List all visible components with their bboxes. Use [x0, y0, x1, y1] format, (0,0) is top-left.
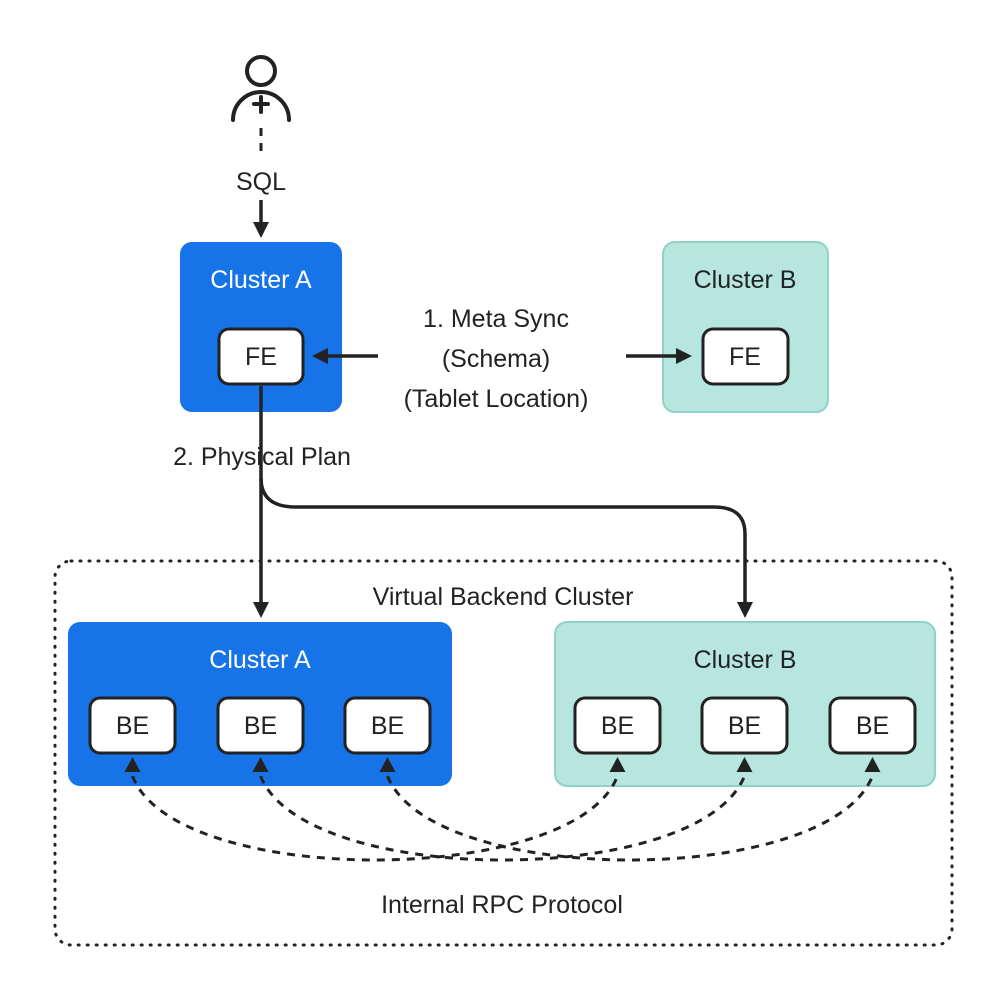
fe-node-a-label: FE — [245, 343, 277, 371]
rpc-connections — [124, 757, 881, 862]
cluster-a-title: Cluster A — [210, 266, 312, 294]
rpc-arrowhead-b3 — [864, 757, 881, 772]
user-shoulders — [231, 90, 291, 122]
backend-cluster-b-title: Cluster B — [694, 646, 797, 674]
physical-plan-arrow-b — [259, 477, 753, 618]
rpc-arrowhead-a3 — [379, 757, 396, 772]
be-node-a2 — [216, 696, 305, 755]
rpc-arrowhead-b1 — [609, 757, 626, 772]
meta-sync-line3: (Tablet Location) — [404, 385, 589, 413]
fe-node-b-label: FE — [729, 343, 761, 371]
be-node-a1-label: BE — [116, 712, 149, 740]
be-node-b2-label: BE — [728, 712, 761, 740]
physical-plan-arrow-a — [253, 386, 269, 618]
sql-arrow — [253, 200, 269, 238]
backend-cluster-a-title: Cluster A — [209, 646, 311, 674]
sql-label: SQL — [236, 168, 286, 196]
backend-cluster-b: Cluster B BE BE BE — [554, 621, 936, 787]
user-head — [245, 55, 277, 87]
meta-sync-arrow-right — [626, 348, 692, 364]
backend-cluster-a: Cluster A BE BE BE — [68, 622, 452, 786]
cluster-b-title: Cluster B — [694, 266, 797, 294]
meta-sync-arrow-left — [312, 348, 378, 364]
frontend-cluster-b: Cluster B FE — [662, 241, 829, 413]
user-add-icon — [231, 55, 291, 122]
be-node-b1 — [573, 696, 662, 755]
fe-node-a — [217, 327, 305, 386]
be-node-b2 — [700, 696, 789, 755]
rpc-arrowhead-b2 — [736, 757, 753, 772]
meta-sync-line2: (Schema) — [442, 345, 550, 373]
be-node-a3-label: BE — [371, 712, 404, 740]
be-node-a2-label: BE — [244, 712, 277, 740]
rpc-arrowhead-a2 — [252, 757, 269, 772]
virtual-backend-cluster-container — [53, 559, 954, 947]
be-node-b3 — [828, 696, 917, 755]
virtual-backend-cluster-title: Virtual Backend Cluster — [373, 583, 634, 611]
fe-node-b — [701, 327, 790, 386]
frontend-cluster-a: Cluster A FE — [180, 242, 342, 412]
meta-sync-line1: 1. Meta Sync — [423, 305, 569, 333]
be-node-b1-label: BE — [601, 712, 634, 740]
rpc-arrowhead-a1 — [124, 757, 141, 772]
be-node-a1 — [88, 696, 177, 755]
be-node-b3-label: BE — [856, 712, 889, 740]
rpc-protocol-label: Internal RPC Protocol — [381, 891, 623, 919]
be-node-a3 — [343, 696, 432, 755]
meta-sync-label: 1. Meta Sync (Schema) (Tablet Location) — [404, 305, 589, 413]
